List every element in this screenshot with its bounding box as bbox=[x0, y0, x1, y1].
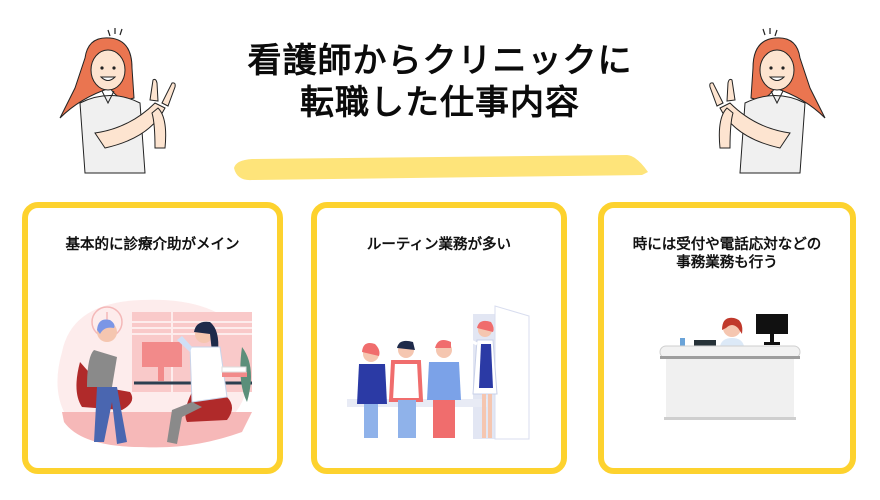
woman-pointing-right-icon bbox=[40, 8, 190, 178]
woman-pointing-left-icon bbox=[695, 8, 845, 178]
page-title: 看護師からクリニックに 転職した仕事内容 bbox=[200, 40, 680, 124]
waiting-room-patients-icon bbox=[343, 304, 543, 444]
card-clerical-work: 時には受付や電話応対などの 事務業務も行う bbox=[598, 202, 856, 474]
title-line-2: 転職した仕事内容 bbox=[300, 83, 580, 123]
card-routine-work: ルーティン業務が多い bbox=[311, 202, 567, 474]
card-title: 基本的に診療介助がメイン bbox=[65, 237, 240, 253]
highlight-underline bbox=[232, 150, 650, 184]
reception-desk-icon bbox=[652, 312, 812, 432]
card-title: ルーティン業務が多い bbox=[366, 237, 512, 253]
card-consultation-assist: 基本的に診療介助がメイン bbox=[22, 202, 283, 474]
title-line-1: 看護師からクリニックに bbox=[247, 41, 633, 81]
card-title: 時には受付や電話応対などの 事務業務も行う bbox=[632, 237, 822, 271]
doctor-patient-consultation-icon bbox=[42, 292, 262, 452]
